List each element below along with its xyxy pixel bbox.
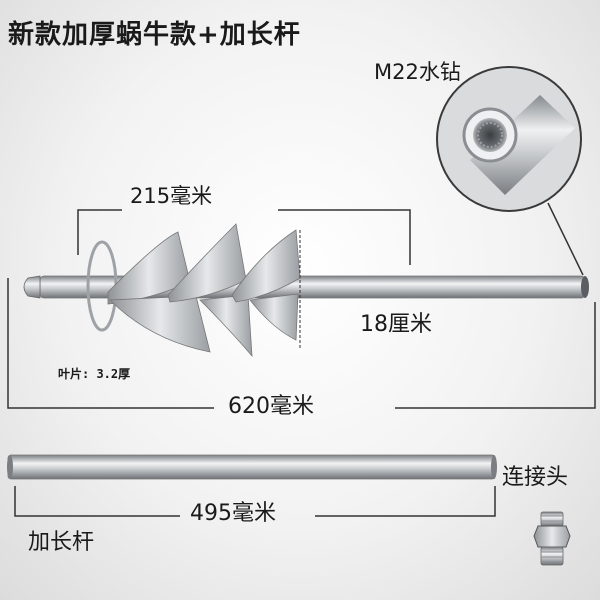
thread-label: M22水钻 — [374, 60, 461, 84]
inset-leader-line — [547, 202, 584, 276]
extension-rod — [7, 454, 497, 480]
spiral-length-label: 215毫米 — [130, 184, 213, 208]
total-length-bracket — [7, 278, 596, 409]
connector-fitting — [533, 511, 571, 566]
rod-length-bracket — [14, 486, 496, 517]
rod-length-label: 495毫米 — [190, 501, 276, 526]
spiral-length-bracket — [77, 209, 411, 265]
blade-diameter-label: 18厘米 — [360, 312, 432, 337]
extension-rod-label: 加长杆 — [28, 530, 95, 555]
auger-bit — [23, 223, 589, 358]
product-title: 新款加厚蜗牛款+加长杆 — [8, 20, 301, 50]
thread-inset — [436, 66, 582, 212]
total-length-label: 620毫米 — [228, 394, 314, 419]
connector-label: 连接头 — [502, 465, 569, 490]
blade-thickness-label: 叶片: 3.2厚 — [58, 367, 131, 381]
